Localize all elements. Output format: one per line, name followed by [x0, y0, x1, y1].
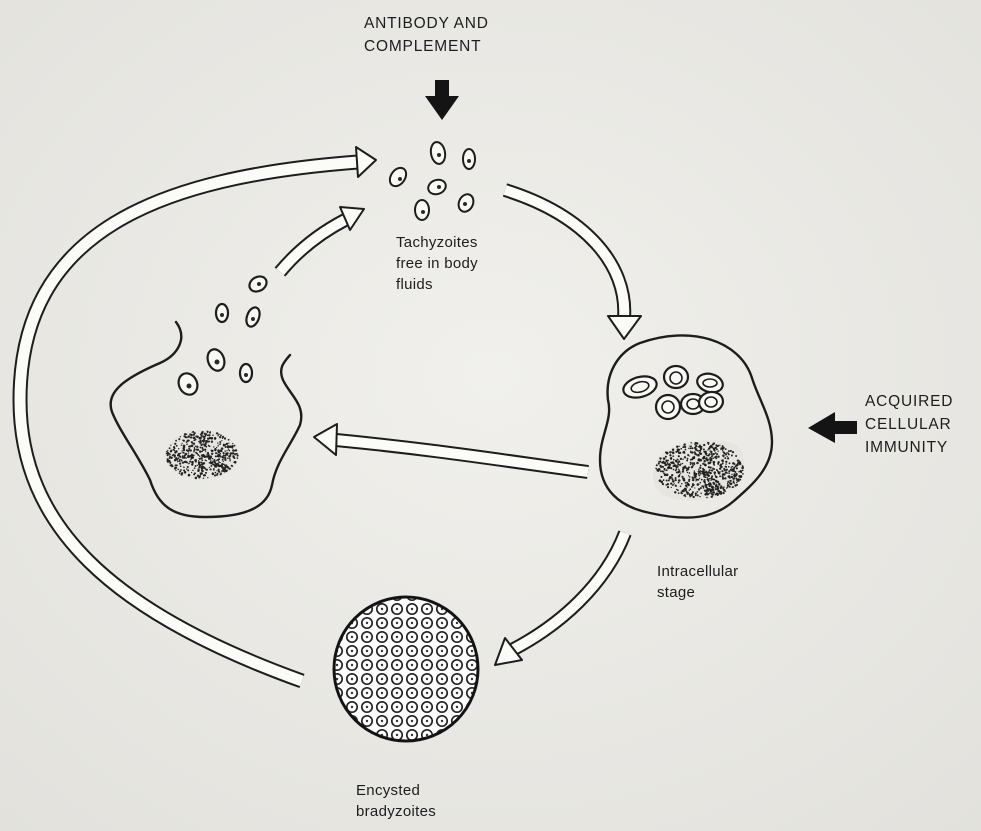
label-intracellular-stage: Intracellular stage — [657, 561, 738, 603]
label-encysted-bradyzoites: Encysted bradyzoites — [356, 780, 436, 822]
label-acquired-line-3: IMMUNITY — [865, 436, 953, 459]
host-nucleus-stippled — [165, 430, 239, 480]
label-intracellular-line-1: Intracellular — [657, 561, 738, 582]
bradyzoite-cyst — [334, 597, 478, 741]
label-acquired-line-2: CELLULAR — [865, 413, 953, 436]
label-acquired-line-1: ACQUIRED — [865, 390, 953, 413]
label-encysted-line-1: Encysted — [356, 780, 436, 801]
label-tachyzoites-line-1: Tachyzoites — [396, 232, 478, 253]
label-antibody-line-2: COMPLEMENT — [364, 35, 489, 58]
label-tachyzoites: Tachyzoites free in body fluids — [396, 232, 478, 295]
label-intracellular-line-2: stage — [657, 582, 738, 603]
label-antibody-complement: ANTIBODY AND COMPLEMENT — [364, 12, 489, 58]
label-tachyzoites-line-2: free in body — [396, 253, 478, 274]
label-encysted-line-2: bradyzoites — [356, 801, 436, 822]
label-tachyzoites-line-3: fluids — [396, 274, 478, 295]
label-acquired-cellular-immunity: ACQUIRED CELLULAR IMMUNITY — [865, 390, 953, 459]
label-antibody-line-1: ANTIBODY AND — [364, 12, 489, 35]
